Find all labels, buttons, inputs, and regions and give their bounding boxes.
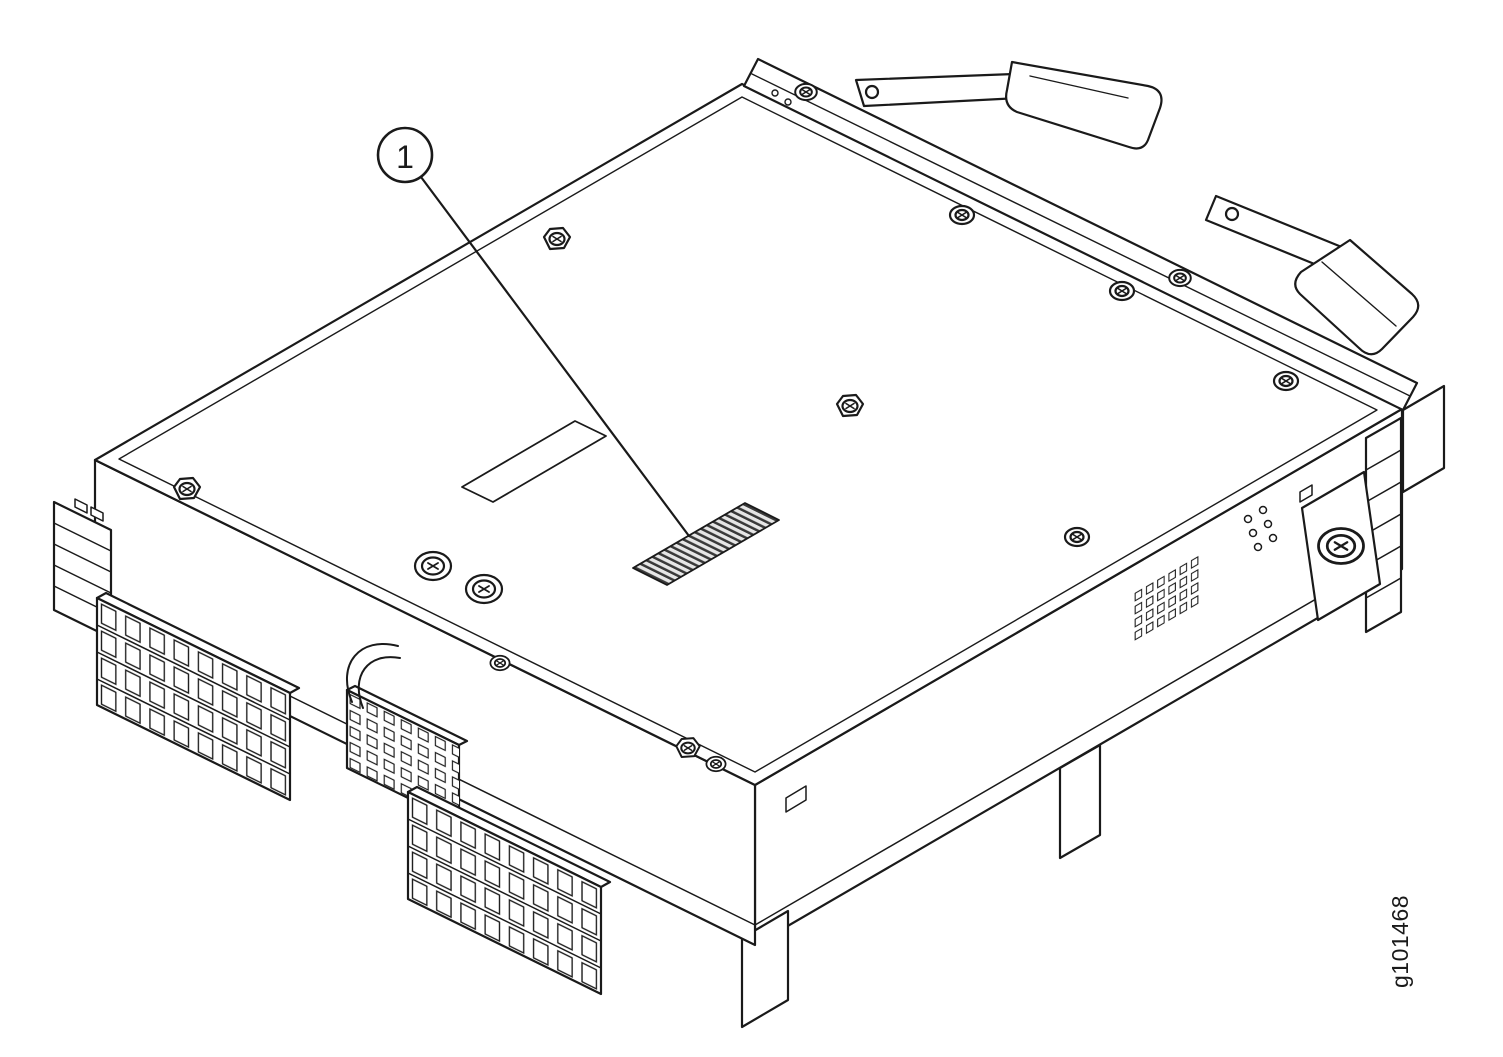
- screw-icon: [1063, 526, 1091, 548]
- faceplate: [742, 57, 1419, 412]
- screw-icon: [794, 82, 818, 102]
- callout-leader-line: [419, 175, 691, 538]
- support-leg: [1058, 743, 1102, 860]
- connector-block-lower: [406, 785, 612, 996]
- screw-icon: [172, 476, 202, 501]
- ejector-lever-top: [854, 60, 1163, 150]
- screw-icon: [1272, 370, 1300, 392]
- connector-grid-middle: [345, 684, 469, 825]
- blank-label: [461, 420, 607, 503]
- screw-icon: [1108, 280, 1136, 302]
- side-cutout: [1299, 484, 1313, 503]
- serial-number-label: [632, 502, 780, 586]
- ejector-lever-right: [1204, 194, 1420, 356]
- connector-block-upper: [95, 591, 301, 802]
- side-slot: [785, 785, 807, 813]
- screw-icon: [705, 755, 727, 773]
- vent-dot-holes: [1243, 505, 1278, 552]
- screw-icon: [413, 550, 453, 582]
- screw-icon: [948, 204, 976, 226]
- callout-1: 1: [376, 126, 691, 538]
- screw-icon: [675, 737, 701, 758]
- vent-perforation-grid: [1133, 554, 1199, 642]
- screw-icon: [1168, 268, 1192, 288]
- screw-icon: [542, 226, 572, 251]
- screw-icon: [835, 393, 865, 418]
- screw-icon: [489, 654, 511, 672]
- screw-icon: [464, 573, 504, 605]
- screw-icon: [1317, 527, 1365, 565]
- callout-number: 1: [396, 139, 414, 175]
- callout-circle: [376, 126, 434, 184]
- connector-cable: [346, 643, 401, 709]
- figure-id: g101468: [1387, 895, 1413, 988]
